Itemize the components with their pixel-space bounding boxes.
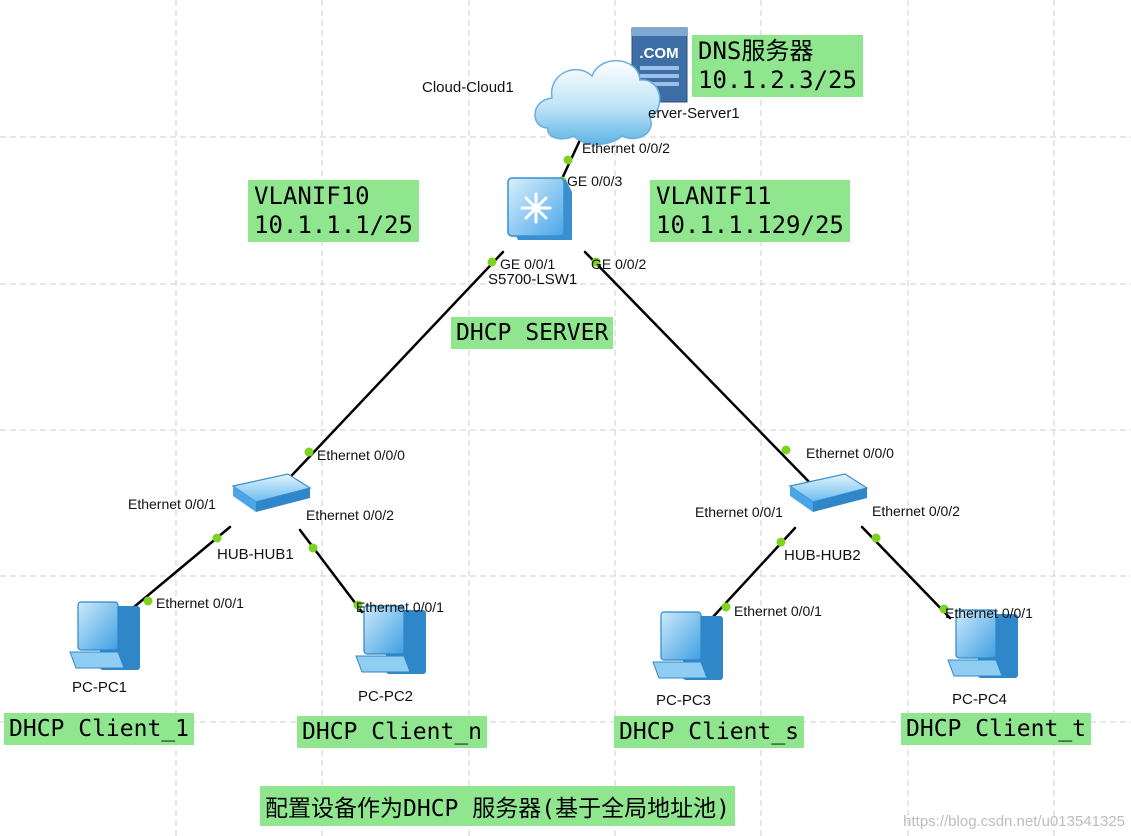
port-dot-sw-ge2: [591, 257, 601, 267]
port-label-sw-ge1: GE 0/0/1: [500, 256, 556, 272]
pc3-label: PC-PC3: [656, 692, 712, 709]
switch-icon: [507, 177, 572, 240]
port-label-pc1: Ethernet 0/0/1: [156, 595, 244, 611]
link-hub1-pc2: [298, 528, 364, 614]
port-dot-pc4: [939, 604, 949, 614]
vlanif11-note-title: VLANIF11: [656, 182, 772, 210]
dns-badge: .COM: [639, 45, 678, 62]
port-label-cloud: Ethernet 0/0/2: [582, 140, 670, 156]
client-t-note: DHCP Client_t: [901, 713, 1092, 745]
pc4-label: PC-PC4: [952, 691, 1008, 708]
vlanif11-note: VLANIF11 10.1.1.129/25: [650, 180, 850, 242]
port-dot-sw-ge1: [487, 257, 497, 267]
client-s-note: DHCP Client_s: [614, 716, 805, 748]
port-dot-hub2-eth0: [781, 445, 791, 455]
port-label-hub1-eth1: Ethernet 0/0/1: [128, 496, 216, 512]
hub1-icon: [231, 473, 312, 512]
client-1-note: DHCP Client_1: [4, 713, 195, 745]
port-dot-pc3: [721, 602, 731, 612]
port-label-hub2-eth0: Ethernet 0/0/0: [806, 445, 894, 461]
pc2-icon: [355, 605, 426, 674]
cloud-icon: [534, 60, 661, 145]
port-dot-pc2: [353, 600, 363, 610]
port-dot-cloud: [563, 155, 573, 165]
pc1-icon: [69, 601, 140, 670]
port-dot-hub2-eth2: [871, 533, 881, 543]
vlanif10-note-title: VLANIF10: [254, 182, 370, 210]
dns-server-label: erver-Server1: [648, 105, 740, 122]
port-label-sw-ge2: GE 0/0/2: [591, 256, 647, 272]
cloud-label: Cloud-Cloud1: [422, 79, 514, 96]
port-label-pc4: Ethernet 0/0/1: [945, 605, 1033, 621]
hub2-icon: [788, 473, 869, 512]
vlanif10-note: VLANIF10 10.1.1.1/25: [248, 180, 419, 242]
link-switch-hub1: [276, 250, 505, 492]
switch-label: S5700-LSW1: [488, 271, 578, 288]
port-label-hub1-eth2: Ethernet 0/0/2: [306, 507, 394, 523]
pc4-icon: [947, 609, 1018, 678]
client-n-note: DHCP Client_n: [297, 716, 488, 748]
port-dot-hub2-eth1: [776, 537, 786, 547]
port-dot-hub1-eth2: [308, 543, 318, 553]
dns-note-ip: 10.1.2.3/25: [698, 65, 857, 94]
port-dot-hub1-eth1: [212, 533, 222, 543]
port-label-sw-ge3: GE 0/0/3: [567, 173, 623, 189]
port-label-pc3: Ethernet 0/0/1: [734, 603, 822, 619]
watermark: https://blog.csdn.net/u013541325: [903, 813, 1125, 830]
hub1-label: HUB-HUB1: [217, 546, 294, 563]
port-label-pc2: Ethernet 0/0/1: [356, 599, 444, 615]
port-dot-pc1: [143, 596, 153, 606]
port-label-hub1-eth0: Ethernet 0/0/0: [317, 447, 405, 463]
hub2-label: HUB-HUB2: [784, 547, 861, 564]
pc2-label: PC-PC2: [358, 688, 414, 705]
dhcp-server-note: DHCP SERVER: [451, 317, 614, 349]
port-label-hub2-eth2: Ethernet 0/0/2: [872, 503, 960, 519]
vlanif11-note-ip: 10.1.1.129/25: [656, 210, 844, 239]
vlanif10-note-ip: 10.1.1.1/25: [254, 210, 413, 239]
pc1-label: PC-PC1: [72, 679, 128, 696]
dns-note-title: DNS服务器: [698, 37, 814, 65]
port-dot-hub1-eth0: [304, 447, 314, 457]
dns-note: DNS服务器 10.1.2.3/25: [692, 35, 863, 97]
link-switch-hub2: [583, 250, 817, 490]
pc3-icon: [652, 611, 723, 680]
caption-note: 配置设备作为DHCP 服务器(基于全局地址池): [260, 786, 735, 826]
port-label-hub2-eth1: Ethernet 0/0/1: [695, 504, 783, 520]
